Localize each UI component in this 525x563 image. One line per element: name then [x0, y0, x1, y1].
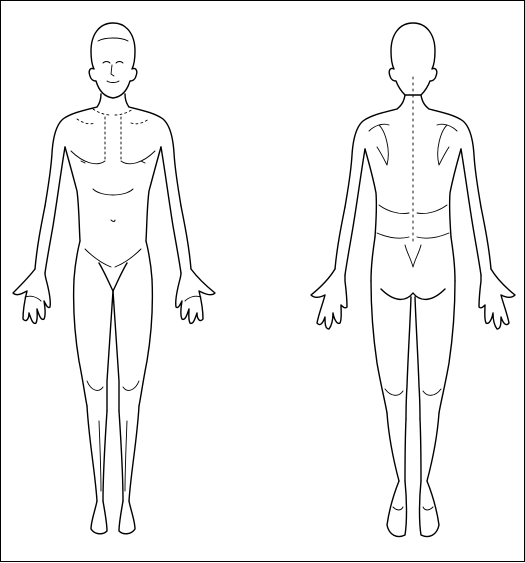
back-torso — [344, 76, 482, 300]
front-arm-right — [160, 146, 216, 325]
front-view-figure — [12, 22, 216, 535]
back-neck — [396, 94, 430, 110]
back-legs — [370, 280, 456, 538]
back-view-figure — [310, 22, 516, 538]
front-neck — [96, 93, 130, 108]
front-torso — [44, 106, 182, 292]
front-head — [88, 22, 138, 99]
front-arm-left — [12, 146, 66, 325]
back-arm-left — [310, 148, 366, 330]
front-legs — [72, 278, 154, 535]
back-arm-right — [460, 148, 516, 330]
